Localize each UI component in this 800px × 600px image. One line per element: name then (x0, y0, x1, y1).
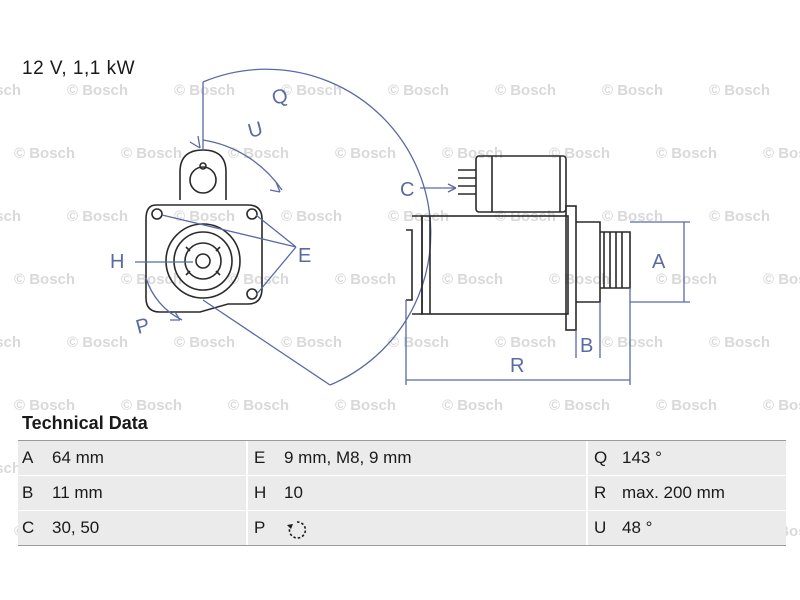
row3-col2-key: P (254, 518, 266, 537)
technical-data-title: Technical Data (22, 413, 148, 433)
row2-col2-value: 10 (284, 483, 303, 502)
row1-col1-key: A (22, 448, 34, 467)
row3-col3-value: 48 ° (622, 518, 653, 537)
row1-col3-key: Q (594, 448, 608, 467)
row1-col1-value: 64 mm (52, 448, 104, 467)
label-b: B (580, 335, 593, 357)
row1-col2-value: 9 mm, M8, 9 mm (284, 448, 412, 467)
row1-col2-key: E (254, 448, 266, 467)
table-row: B 11 mm H 10 R max. 200 mm (18, 476, 786, 510)
row3-col2-value (284, 518, 310, 547)
table-row: C 30, 50 P U 48 ° (18, 511, 786, 546)
starter-motor-drawing: Q U E H P C A B R (110, 68, 690, 386)
side-view-dimensions (405, 183, 690, 385)
side-view (406, 155, 631, 331)
label-a: A (652, 251, 666, 273)
label-p: P (134, 314, 153, 339)
label-e: E (298, 245, 311, 267)
voltage-power-spec: 12 V, 1,1 kW (22, 58, 136, 79)
label-h: H (110, 251, 124, 273)
row3-col1-value: 30, 50 (52, 518, 100, 537)
label-r: R (510, 355, 524, 377)
row3-col3-key: U (594, 518, 607, 537)
row2-col2-key: H (254, 483, 267, 502)
row1-col3-value: 143 ° (622, 448, 662, 467)
technical-data-table: A 64 mm E 9 mm, M8, 9 mm Q 143 ° B 11 mm… (18, 440, 786, 547)
row2-col1-key: B (22, 483, 34, 502)
row3-col1-key: C (22, 518, 35, 537)
rotation-direction-icon (287, 521, 307, 539)
table-row: A 64 mm E 9 mm, M8, 9 mm Q 143 ° (18, 440, 786, 475)
front-view (145, 149, 263, 313)
label-u: U (246, 118, 266, 143)
row2-col3-key: R (594, 483, 607, 502)
label-c: C (400, 179, 414, 201)
label-q: Q (270, 85, 291, 110)
row2-col1-value: 11 mm (52, 483, 103, 502)
front-view-dimensions (135, 68, 432, 386)
row2-col3-value: max. 200 mm (622, 483, 725, 502)
